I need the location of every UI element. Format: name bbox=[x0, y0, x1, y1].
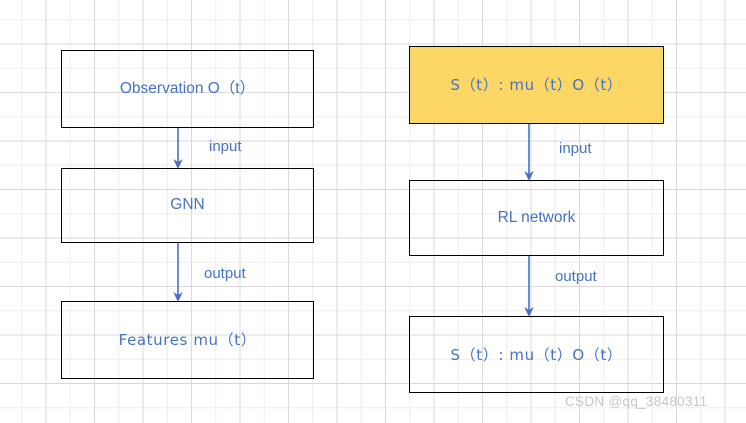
node-features-label: Features mu（t） bbox=[118, 331, 257, 349]
node-state-in-label: S（t）: mu（t）O（t） bbox=[450, 76, 623, 94]
edge-state-to-rl bbox=[521, 124, 545, 182]
edge-label-output-left: output bbox=[204, 265, 246, 282]
node-features[interactable]: Features mu（t） bbox=[61, 301, 314, 379]
node-rl-network-label: RL network bbox=[497, 208, 576, 226]
node-state-in[interactable]: S（t）: mu（t）O（t） bbox=[409, 46, 664, 124]
edge-rl-to-state bbox=[521, 256, 545, 318]
arrow-down-icon bbox=[173, 128, 183, 169]
node-observation[interactable]: Observation O（t） bbox=[61, 50, 314, 128]
node-rl-network[interactable]: RL network bbox=[409, 180, 664, 256]
edge-observation-to-gnn bbox=[170, 128, 194, 170]
node-observation-label: Observation O（t） bbox=[119, 79, 256, 97]
node-gnn-label: GNN bbox=[170, 196, 205, 214]
arrow-down-icon bbox=[524, 124, 534, 181]
edge-label-input-right: input bbox=[559, 140, 592, 157]
node-state-out-label: S（t）: mu（t）O（t） bbox=[450, 345, 623, 364]
edge-label-output-right: output bbox=[555, 268, 597, 285]
edge-gnn-to-features bbox=[170, 243, 194, 303]
edge-label-input-left: input bbox=[209, 138, 242, 155]
node-state-out[interactable]: S（t）: mu（t）O（t） bbox=[409, 316, 664, 393]
arrow-down-icon bbox=[524, 256, 534, 317]
node-gnn[interactable]: GNN bbox=[61, 168, 314, 243]
watermark: CSDN @qq_38480311 bbox=[565, 394, 708, 409]
arrow-down-icon bbox=[173, 243, 183, 302]
